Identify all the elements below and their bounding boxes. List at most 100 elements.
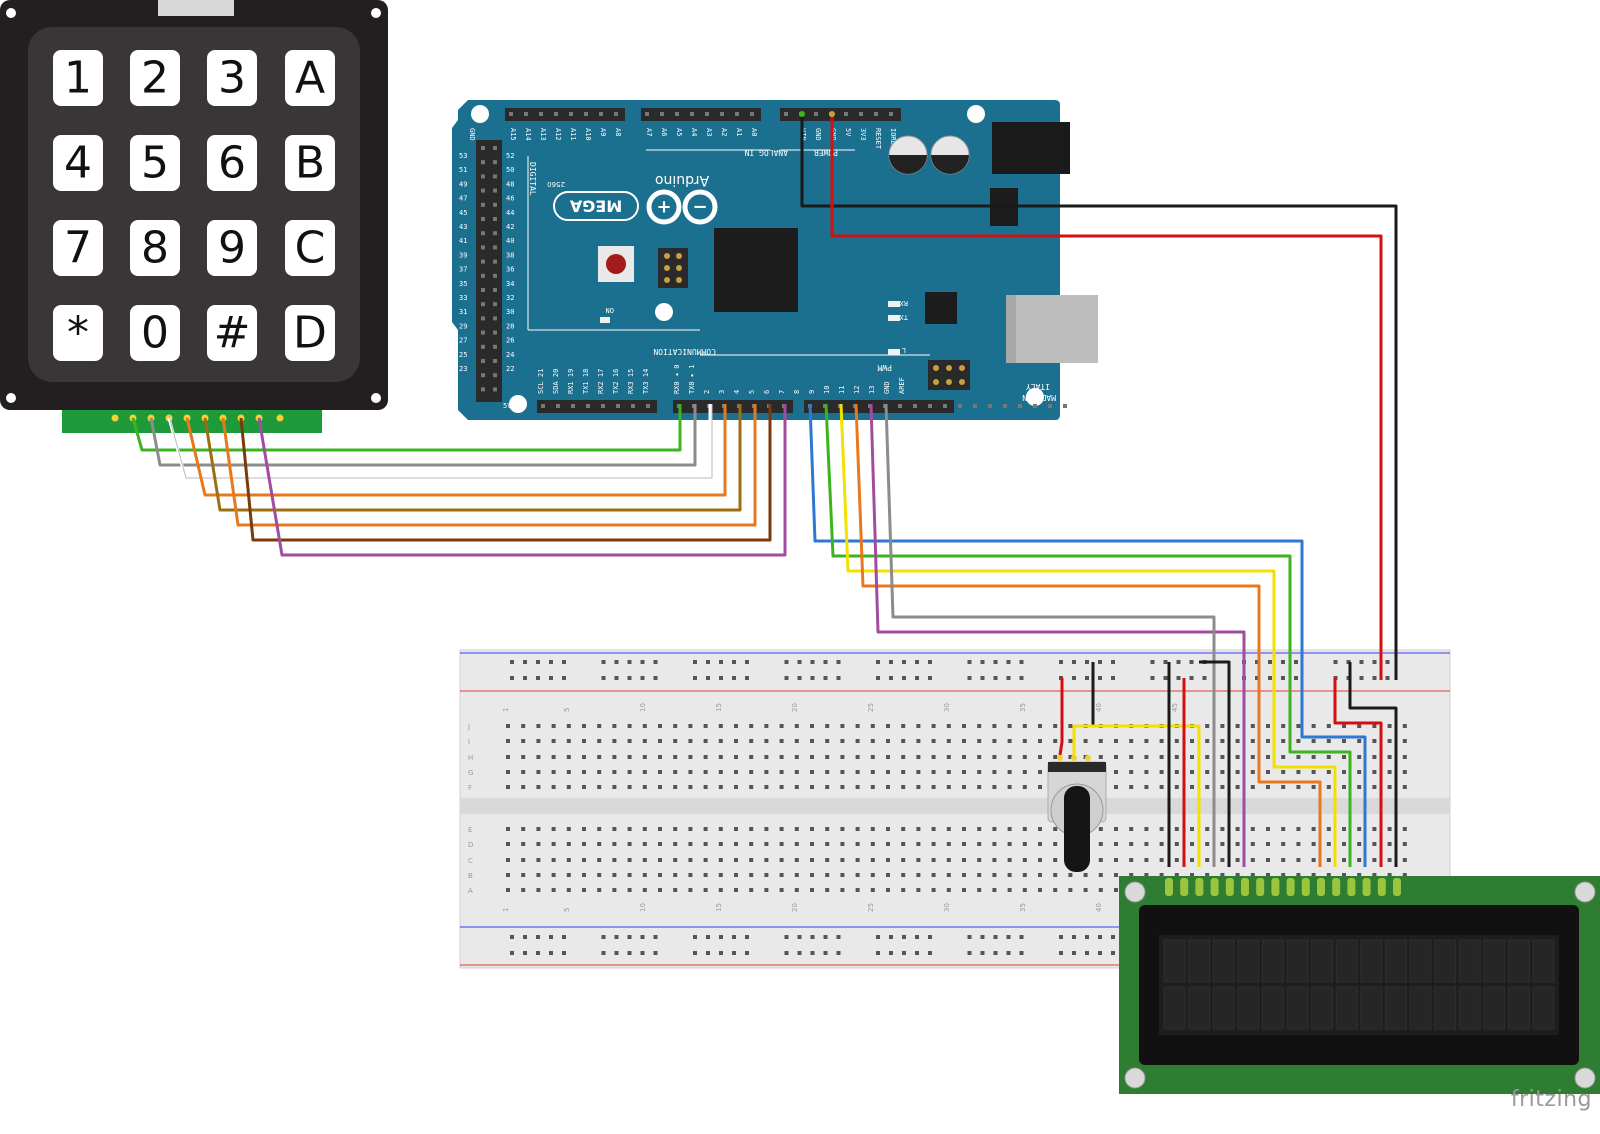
- keypad-key-13[interactable]: 0: [130, 305, 180, 361]
- bb-row-label: E: [468, 826, 472, 834]
- side-pin-label: 34: [506, 280, 514, 288]
- analog-pin-label: A13: [539, 128, 547, 141]
- keypad-key-label: 3: [218, 53, 246, 104]
- l-led: [888, 349, 900, 355]
- pwm-label: PWM: [877, 363, 892, 372]
- icsp-header: [658, 248, 688, 288]
- bb-col-number-top: 30: [943, 703, 951, 712]
- bb-col-number-top: 1: [502, 708, 510, 712]
- bb-row-label: D: [468, 841, 473, 849]
- pwm-pin-label: AREF: [898, 377, 906, 394]
- side-pin-label: 45: [459, 209, 467, 217]
- wire-keypad-orange-1: [185, 404, 727, 497]
- analog-pin-label: A5: [675, 128, 683, 136]
- bb-row-label: C: [468, 857, 473, 865]
- svg-text:+: +: [656, 197, 671, 218]
- bb-col-number-top: 20: [791, 703, 799, 712]
- pwm-pin-label: 3: [718, 390, 726, 394]
- analog-in-label: ANALOG IN: [744, 148, 788, 157]
- italy-label: ITALY: [1026, 382, 1050, 391]
- pwm-pin-label: RX0 ◂ 0: [673, 364, 681, 394]
- side-pin-label: 40: [506, 237, 514, 245]
- wire-keypad-orange-2: [221, 404, 757, 527]
- analog-pin-label: A4: [690, 128, 698, 136]
- keypad-key-10[interactable]: 9: [207, 220, 257, 276]
- bb-col-number-top: 15: [715, 703, 723, 712]
- keypad-key-11[interactable]: C: [285, 220, 335, 276]
- power-pin-label: GND: [814, 128, 822, 141]
- bb-row-label: B: [468, 872, 473, 880]
- pwm-pin-label: 9: [808, 390, 816, 394]
- keypad-key-15[interactable]: D: [285, 305, 335, 361]
- side-pin-label: 29: [459, 322, 467, 330]
- side-pin-label: 49: [459, 180, 467, 188]
- l-led-label: L: [902, 346, 906, 354]
- analog-pin-label: A15: [509, 128, 517, 141]
- made-in-label: MADE IN: [1022, 393, 1056, 402]
- keypad-key-5[interactable]: 5: [130, 135, 180, 191]
- analog-pin-label: A7: [645, 128, 653, 136]
- keypad-key-label: 4: [64, 138, 92, 189]
- bb-col-number-bottom: 40: [1095, 903, 1103, 912]
- atmega-chip: [714, 228, 798, 312]
- keypad-key-9[interactable]: 8: [130, 220, 180, 276]
- side-pin-label: 28: [506, 322, 514, 330]
- pwm-pin-label: 5: [748, 390, 756, 394]
- arduino-side-pin-labels: 5351494745434139373533312927252352504846…: [459, 152, 514, 373]
- side-pin-label: 52: [506, 152, 514, 160]
- keypad-key-14[interactable]: #: [207, 305, 257, 361]
- analog-pin-label: A0: [750, 128, 758, 136]
- keypad-key-4[interactable]: 4: [53, 135, 103, 191]
- keypad-key-12[interactable]: *: [53, 305, 103, 361]
- wire-pot-yellow: [1072, 724, 1201, 867]
- side-pin-label: 25: [459, 351, 467, 359]
- keypad-key-8[interactable]: 7: [53, 220, 103, 276]
- analog-pin-label: A14: [524, 128, 532, 141]
- bb-row-label: F: [468, 784, 472, 792]
- analog-pin-label: A12: [554, 128, 562, 141]
- keypad-key-3[interactable]: A: [285, 50, 335, 106]
- pwm-pin-label: TX0 ▸ 1: [688, 364, 696, 394]
- analog-pin-label: A1: [735, 128, 743, 136]
- potentiometer[interactable]: [1047, 755, 1107, 872]
- keypad-key-6[interactable]: 6: [207, 135, 257, 191]
- keypad-key-7[interactable]: B: [285, 135, 335, 191]
- arduino-mega-board: ANALOG IN POWER DIGITAL COMMUNICATION PW…: [452, 100, 1098, 420]
- keypad-key-label: C: [295, 223, 326, 274]
- keypad-key-label: A: [295, 53, 325, 104]
- side-pin-label: 30: [506, 308, 514, 316]
- wire-keypad-gray: [149, 404, 697, 467]
- side-pin-label: 33: [459, 294, 467, 302]
- side-pin-label: 39: [459, 251, 467, 259]
- analog-pin-label: A2: [720, 128, 728, 136]
- bb-row-label: I: [468, 738, 470, 746]
- keypad-key-0[interactable]: 1: [53, 50, 103, 106]
- pwm-pin-label: 12: [853, 386, 861, 394]
- breadboard-labels: 115510101515202025253030353540404545JIHG…: [467, 703, 1179, 912]
- bb-col-number-top: 40: [1095, 703, 1103, 712]
- keypad-key-2[interactable]: 3: [207, 50, 257, 106]
- lcd-16x2: [1119, 876, 1600, 1094]
- pwm-pin-label: 6: [763, 390, 771, 394]
- lcd-character-cells: [1163, 939, 1555, 1030]
- comm-pin-label: SDA 20: [552, 369, 560, 394]
- side-pin-label: 32: [506, 294, 514, 302]
- analog-pin-label: A10: [584, 128, 592, 141]
- bb-col-number-top: 5: [563, 708, 571, 712]
- arduino-brand-label: Arduino: [655, 172, 709, 188]
- pwm-pin-label: 11: [838, 386, 846, 394]
- bb-row-label: G: [468, 769, 473, 777]
- side-pin-label: 26: [506, 337, 514, 345]
- side-pin-label: 42: [506, 223, 514, 231]
- potentiometer-knob[interactable]: [1064, 786, 1090, 872]
- keypad-key-label: 8: [141, 223, 169, 274]
- wire-keypad-white: [167, 404, 712, 482]
- keypad-key-label: 0: [141, 308, 169, 359]
- icsp-usb-header: [928, 360, 970, 390]
- fritzing-logo: fritzing: [1510, 1087, 1592, 1112]
- side-pin-label: 38: [506, 251, 514, 259]
- bb-col-number-bottom: 10: [639, 903, 647, 912]
- keypad-key-1[interactable]: 2: [130, 50, 180, 106]
